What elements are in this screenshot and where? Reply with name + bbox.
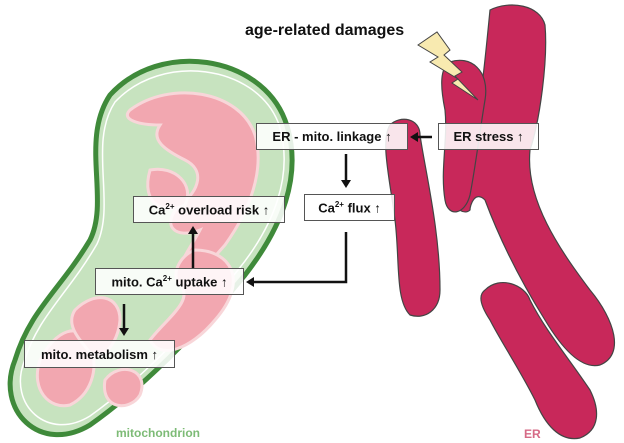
er-shape bbox=[385, 4, 615, 440]
arrows bbox=[119, 132, 432, 336]
mito-metabolism-text: mito. metabolism ↑ bbox=[40, 346, 159, 362]
er-stress-box: ER stress ↑ bbox=[438, 123, 539, 150]
er-label: ER bbox=[524, 427, 541, 441]
ca-overload-text: Ca2+ overload risk ↑ bbox=[148, 201, 270, 218]
er-stress-text: ER stress ↑ bbox=[453, 129, 524, 144]
mito-ca-uptake-text: mito. Ca2+ uptake ↑ bbox=[111, 273, 228, 290]
mitochondrion-shape bbox=[7, 58, 295, 438]
er-mito-linkage-text: ER - mito. linkage ↑ bbox=[272, 129, 392, 144]
mito-ca-uptake-box: mito. Ca2+ uptake ↑ bbox=[95, 268, 244, 295]
ca-flux-text: Ca2+ flux ↑ bbox=[318, 199, 381, 216]
ca-overload-box: Ca2+ overload risk ↑ bbox=[133, 196, 285, 223]
mitochondrion-label: mitochondrion bbox=[116, 426, 200, 440]
er-mito-linkage-box: ER - mito. linkage ↑ bbox=[256, 123, 408, 150]
mito-metabolism-box: mito. metabolism ↑ bbox=[24, 340, 175, 368]
lightning-icon bbox=[417, 31, 479, 101]
diagram-title: age-related damages bbox=[245, 22, 405, 39]
ca-flux-box: Ca2+ flux ↑ bbox=[304, 194, 395, 221]
